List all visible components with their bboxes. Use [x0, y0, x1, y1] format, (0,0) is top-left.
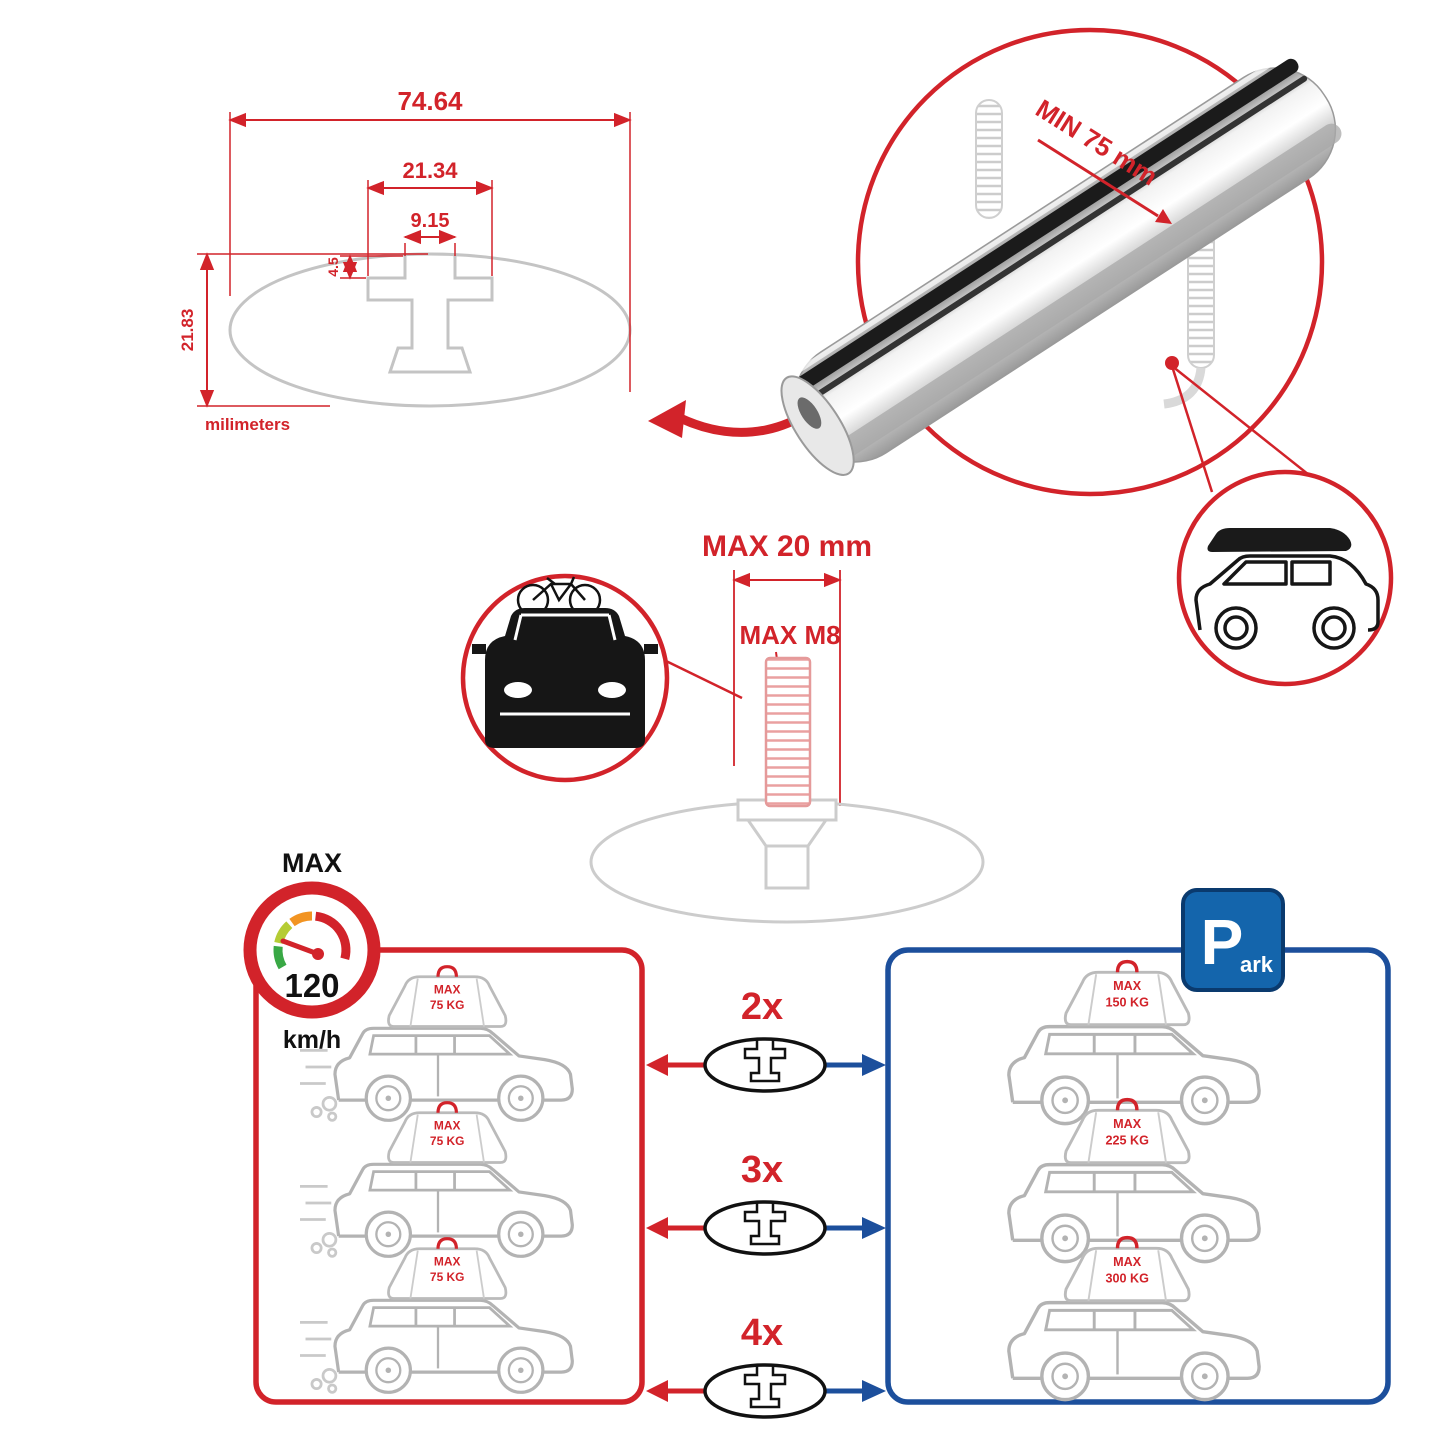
roof-load-max-label: MAX [434, 982, 461, 996]
roof-load-max-label: MAX [1113, 979, 1142, 993]
t-slot-channel-outline [366, 256, 494, 374]
bolt-stud-icon [764, 656, 812, 808]
dim-channel-width-label: 21.34 [402, 158, 458, 183]
car-front-icon [472, 608, 658, 748]
roof-load-max-label: MAX [1113, 1117, 1142, 1131]
units-label: milimeters [205, 415, 290, 434]
roof-load-weight-label: 75 KG [430, 1270, 465, 1284]
speed-units-label: km/h [283, 1026, 341, 1054]
car-row: MAX 75 KG [298, 1237, 574, 1394]
bar-count-row: 3x [646, 1149, 886, 1256]
bar-count-row: 2x [646, 986, 886, 1093]
roof-load-max-label: MAX [1113, 1255, 1142, 1269]
arrow-right-blue-icon [862, 1054, 886, 1076]
speed-max-label: MAX [282, 848, 342, 878]
roof-load-weight-label: 225 KG [1105, 1133, 1149, 1147]
bar-count-label: 2x [741, 986, 783, 1028]
arrow-left-red-icon [646, 1054, 668, 1076]
roof-load-weight-label: 150 KG [1105, 995, 1149, 1009]
speed-value: 120 [284, 967, 339, 1004]
park-letter: P [1201, 906, 1244, 978]
profile-dimension-diagram: 74.64 21.34 9.15 4.5 21.83 milimeters [178, 86, 632, 434]
car-row: MAX 150 KG [1007, 959, 1261, 1126]
bar-count-label: 3x [741, 1149, 783, 1191]
bar-count-row: 4x [646, 1312, 886, 1419]
park-suffix: ark [1240, 952, 1274, 977]
roof-box-car-callout [1176, 469, 1394, 687]
roof-load-weight-label: 75 KG [430, 998, 465, 1012]
dim-slot-depth-label: 4.5 [325, 257, 341, 277]
callout-dot [1165, 356, 1179, 370]
arrow-right-blue-icon [862, 1217, 886, 1239]
dim-overall-height-label: 21.83 [178, 309, 197, 352]
car-row: MAX 225 KG [1007, 1097, 1261, 1264]
max-bolt-length-label: MAX 20 mm [702, 530, 872, 563]
roof-load-max-label: MAX [434, 1254, 461, 1268]
roof-load-max-label: MAX [434, 1118, 461, 1132]
dim-slot-width-label: 9.15 [411, 210, 450, 232]
crossbar-profile-icon [703, 1037, 827, 1093]
crossbar-profile-outline [228, 252, 632, 408]
arrow-left-red-icon [646, 1217, 668, 1239]
car-row: MAX 75 KG [298, 1101, 574, 1258]
arrow-left-red-icon [646, 1380, 668, 1402]
crossbar-zoom-circle: MIN 75 mm [780, 27, 1342, 499]
car-row: MAX 300 KG [1007, 1235, 1261, 1402]
dim-overall-width-label: 74.64 [397, 86, 463, 116]
bike-car-callout [460, 573, 743, 783]
arrow-right-blue-icon [862, 1380, 886, 1402]
bar-count-label: 4x [741, 1312, 783, 1354]
clamp-strap-icon [975, 99, 1003, 219]
park-sign: P ark [1181, 888, 1285, 992]
roof-load-weight-label: 300 KG [1105, 1271, 1149, 1285]
bolt-diagram: MAX 20 mm MAX M8 [589, 530, 985, 924]
suv-with-roofbox-icon [1194, 528, 1380, 650]
crossbar-profile-icon [703, 1200, 827, 1256]
crossbar-render [780, 51, 1342, 476]
roof-load-weight-label: 75 KG [430, 1134, 465, 1148]
speed-limit-badge: MAX 120 km/h [243, 848, 381, 1054]
max-thread-label: MAX M8 [739, 620, 840, 650]
crossbar-profile-icon [703, 1363, 827, 1419]
car-row: MAX 75 KG [298, 965, 574, 1122]
